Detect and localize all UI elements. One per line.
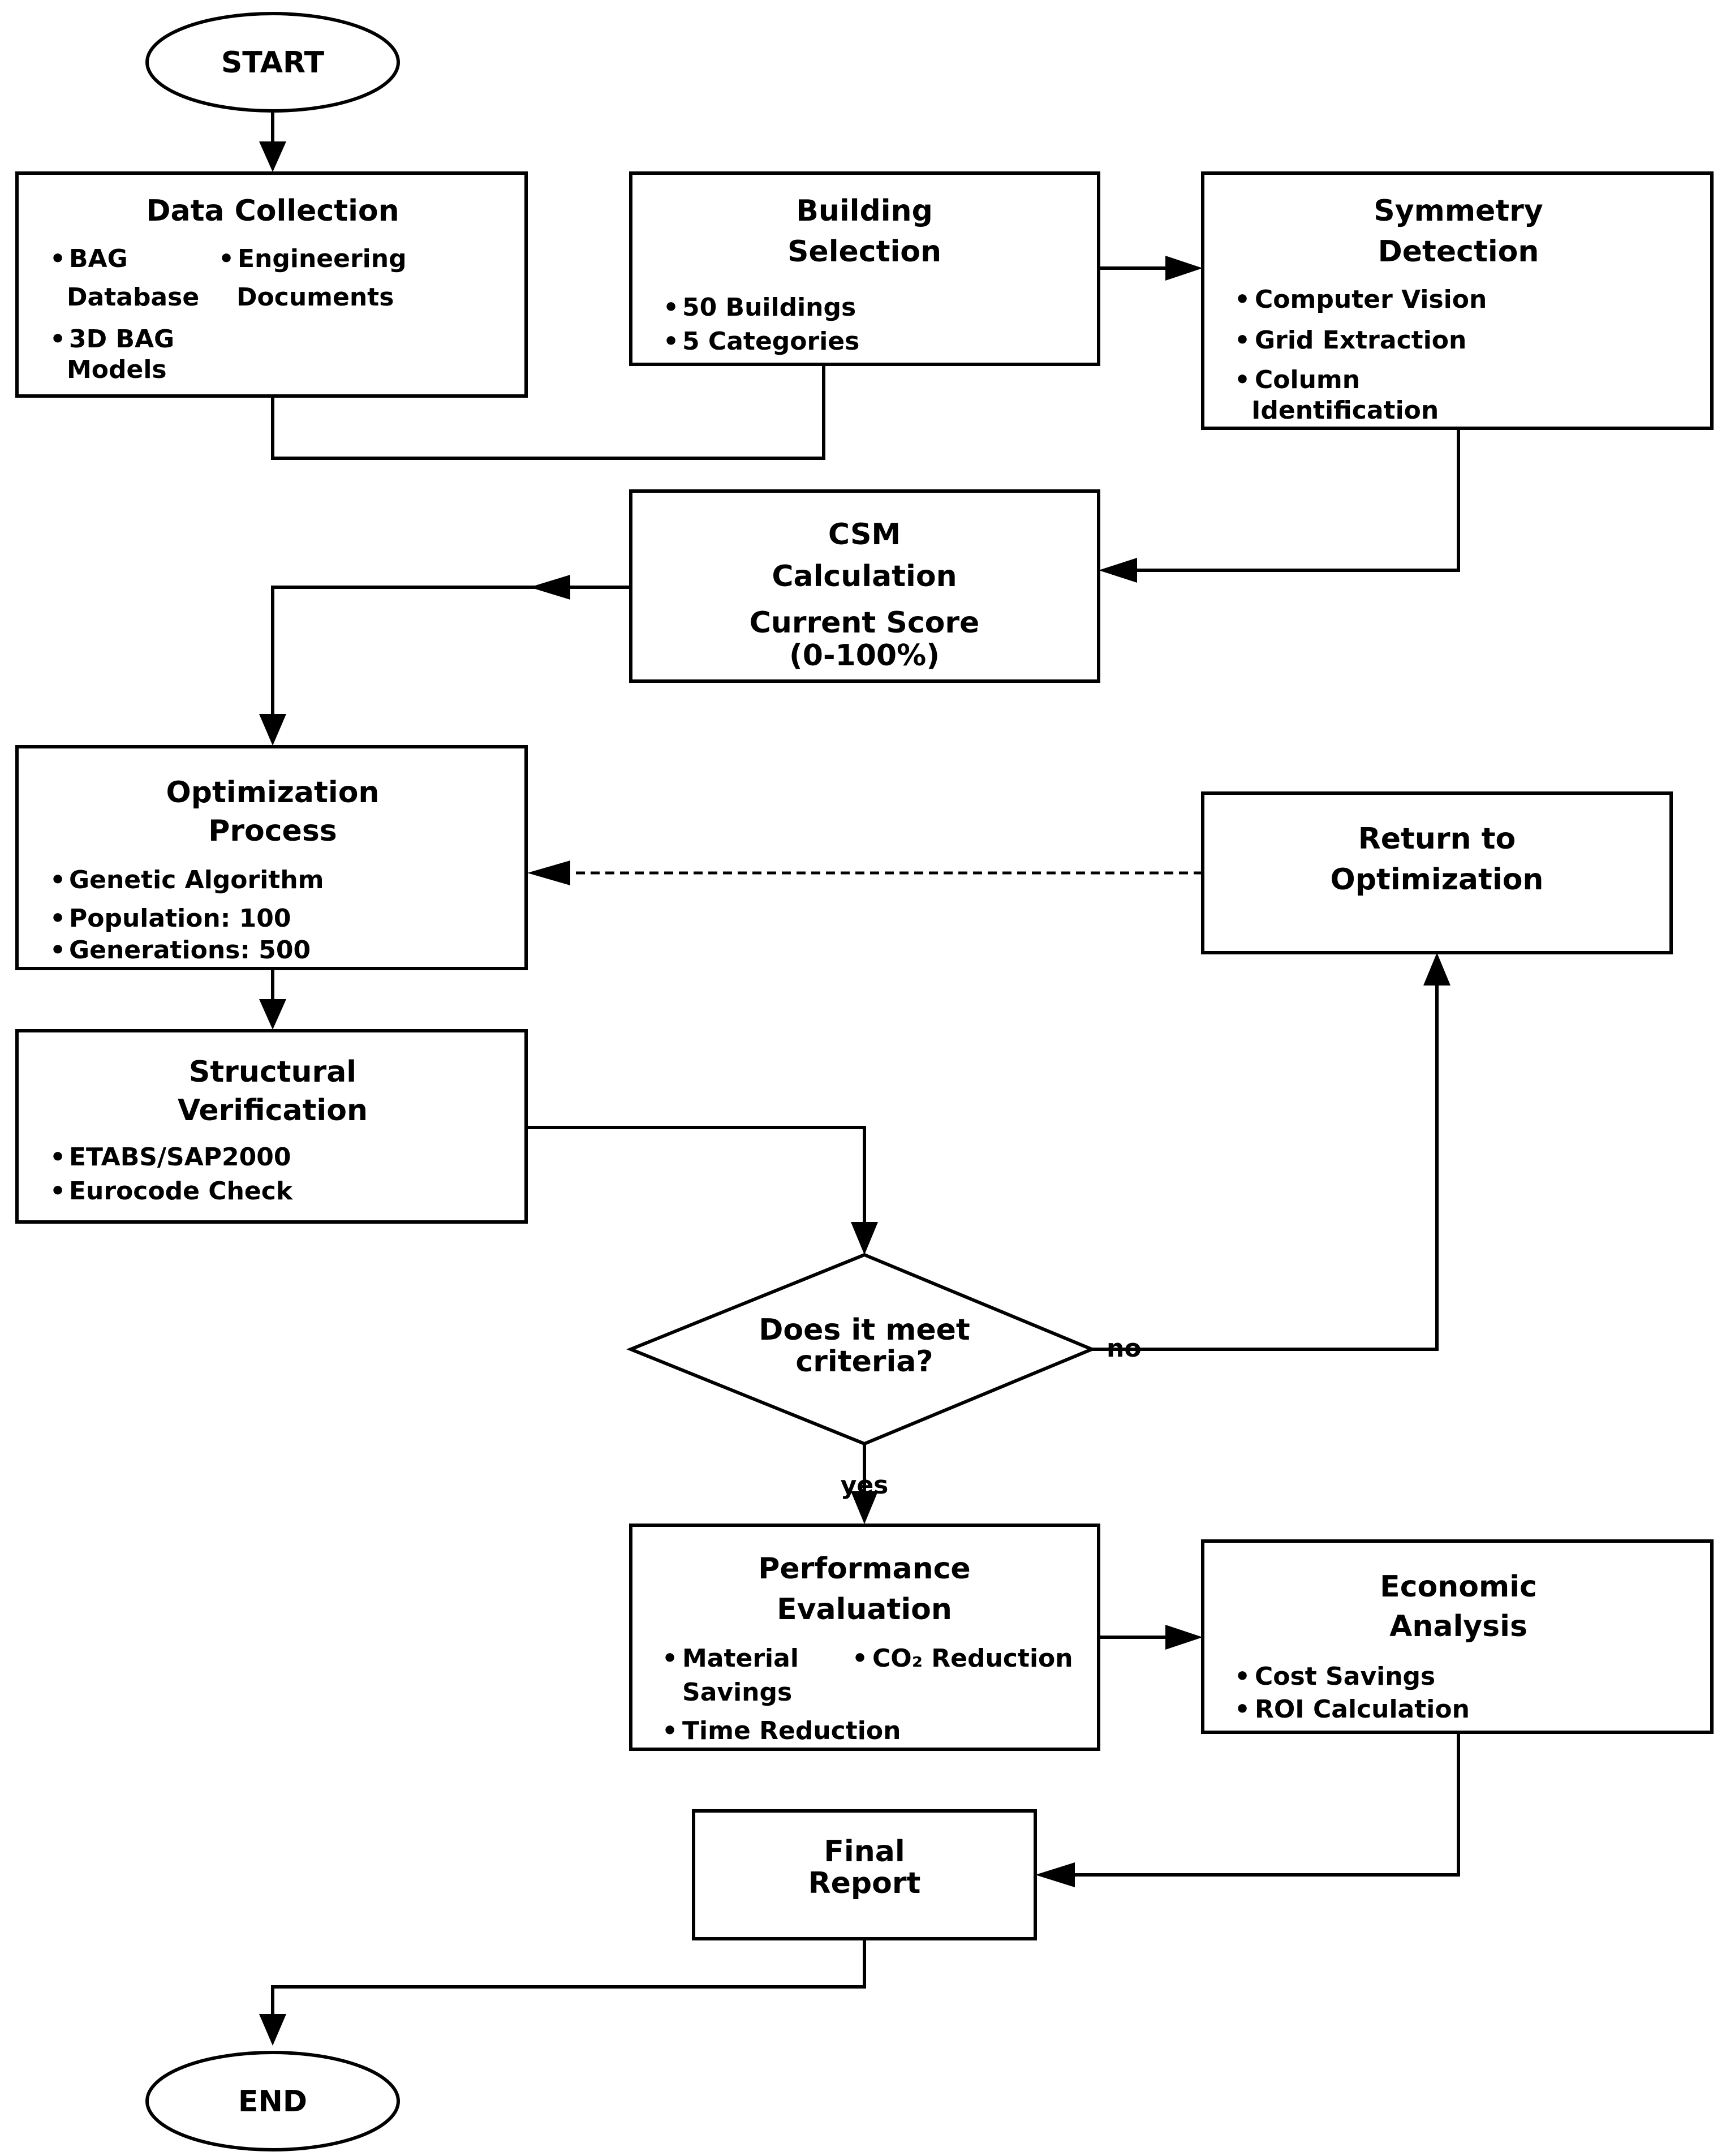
decision-label-line1: Does it meet [759,1313,970,1347]
economic-bullet-roi-calculation: ROI Calculation [1255,1695,1470,1724]
connector-structural-verification-to-decision [527,1126,878,1255]
performance-evaluation-title-line1: Performance [758,1552,970,1586]
bullet-icon: • [1234,1695,1250,1724]
building-selection-title-line2: Selection [787,235,941,269]
data-collection-box: Data Collection • BAG Database • Enginee… [15,171,528,398]
csm-calculation-title-line1: CSM [828,518,901,552]
end-label: END [238,2085,307,2119]
symmetry-detection-title-line1: Symmetry [1374,194,1543,228]
performance-bullet-material: Material [682,1644,799,1673]
performance-bullet-co2-reduction: CO₂ Reduction [872,1644,1073,1673]
structural-verification-title-line1: Structural [189,1055,356,1089]
decision-yes-label: yes [841,1471,889,1500]
bullet-icon: • [50,904,66,933]
final-report-title-line2: Report [808,1866,921,1900]
symmetry-detection-bullet-grid-extraction: Grid Extraction [1255,326,1466,355]
bullet-icon: • [1234,285,1250,314]
csm-calculation-title-line2: Calculation [772,560,957,593]
return-to-optimization-title-line2: Optimization [1331,863,1544,897]
connector-optimization-to-structural-verification [259,969,286,1030]
structural-verification-bullet-etabs: ETABS/SAP2000 [69,1143,291,1172]
start-terminal: START [145,12,400,113]
economic-analysis-box: Economic Analysis • Cost Savings • ROI C… [1201,1539,1714,1734]
optimization-bullet-population: Population: 100 [69,904,291,933]
connector-performance-to-economic [1099,1625,1203,1650]
symmetry-detection-bullet-computer-vision: Computer Vision [1255,285,1487,314]
csm-calculation-box: CSM Calculation Current Score (0-100%) [629,489,1100,683]
csm-calculation-subtitle-line2: (0-100%) [789,639,940,673]
optimization-process-box: Optimization Process • Genetic Algorithm… [15,745,528,970]
structural-verification-bullet-eurocode: Eurocode Check [69,1177,294,1206]
symmetry-detection-bullet-identification: Identification [1251,396,1439,425]
return-to-optimization-box: Return to Optimization [1201,791,1673,954]
data-collection-bullet-database: Database [67,283,199,312]
end-terminal: END [145,2051,400,2151]
optimization-process-title-line1: Optimization [166,776,380,810]
data-collection-bullet-engineering: Engineering [238,244,407,273]
bullet-icon: • [1234,326,1250,355]
return-to-optimization-title-line1: Return to [1358,822,1516,856]
economic-bullet-cost-savings: Cost Savings [1255,1662,1435,1691]
connector-return-to-optimization-dashed [527,860,1203,885]
bullet-icon: • [662,1716,678,1745]
connector-economic-to-final-report [1035,1732,1460,1887]
bullet-icon: • [1234,365,1250,394]
bullet-icon: • [662,1644,678,1673]
economic-analysis-title-line2: Analysis [1389,1610,1527,1643]
decision-label-line2: criteria? [795,1345,933,1379]
bullet-icon: • [50,244,66,273]
symmetry-detection-title-line2: Detection [1378,235,1539,269]
final-report-box: Final Report [692,1809,1037,1940]
bullet-icon: • [50,1177,66,1206]
optimization-process-title-line2: Process [208,814,337,848]
symmetry-detection-bullet-column: Column [1255,365,1360,394]
bullet-icon: • [663,293,679,322]
optimization-bullet-generations: Generations: 500 [69,936,311,965]
performance-evaluation-box: Performance Evaluation • Material Saving… [629,1524,1100,1751]
connector-decision-yes-to-performance [851,1444,878,1524]
bullet-icon: • [218,244,234,273]
decision-diamond: Does it meet criteria? no yes [626,1253,1142,1500]
performance-bullet-time-reduction: Time Reduction [682,1716,901,1745]
connector-building-selection-to-symmetry-detection [1099,256,1203,281]
bullet-icon: • [50,325,66,354]
bullet-icon: • [50,866,66,894]
bullet-icon: • [852,1644,868,1673]
connector-decision-no-to-return [1092,953,1450,1351]
start-label: START [221,46,325,80]
csm-calculation-subtitle-line1: Current Score [750,606,980,640]
data-collection-bullet-3d-bag: 3D BAG [69,325,174,354]
bullet-icon: • [1234,1662,1250,1691]
final-report-title-line1: Final [824,1835,905,1869]
data-collection-bullet-bag: BAG [69,244,128,273]
connector-data-collection-building-selection [271,365,825,460]
data-collection-title: Data Collection [146,194,399,228]
optimization-bullet-genetic-algorithm: Genetic Algorithm [69,866,324,894]
data-collection-bullet-models: Models [67,355,167,384]
performance-evaluation-title-line2: Evaluation [777,1593,952,1626]
bullet-icon: • [50,936,66,965]
data-collection-bullet-documents: Documents [236,283,394,312]
connector-symmetry-detection-to-csm [1099,428,1460,583]
bullet-icon: • [663,327,679,356]
building-selection-title-line1: Building [796,194,933,228]
structural-verification-title-line2: Verification [178,1094,368,1128]
performance-bullet-savings: Savings [682,1678,792,1707]
decision-no-label: no [1107,1334,1142,1363]
connector-csm-to-optimization [259,575,631,746]
building-selection-bullet-categories: 5 Categories [682,327,859,356]
bullet-icon: • [50,1143,66,1172]
symmetry-detection-box: Symmetry Detection • Computer Vision • G… [1201,171,1714,430]
structural-verification-box: Structural Verification • ETABS/SAP2000 … [15,1029,528,1224]
building-selection-box: Building Selection • 50 Buildings • 5 Ca… [629,171,1100,366]
connector-final-report-to-end [259,1939,866,2046]
building-selection-bullet-buildings: 50 Buildings [682,293,856,322]
connector-start-to-data-collection [259,111,286,172]
economic-analysis-title-line1: Economic [1380,1570,1537,1604]
